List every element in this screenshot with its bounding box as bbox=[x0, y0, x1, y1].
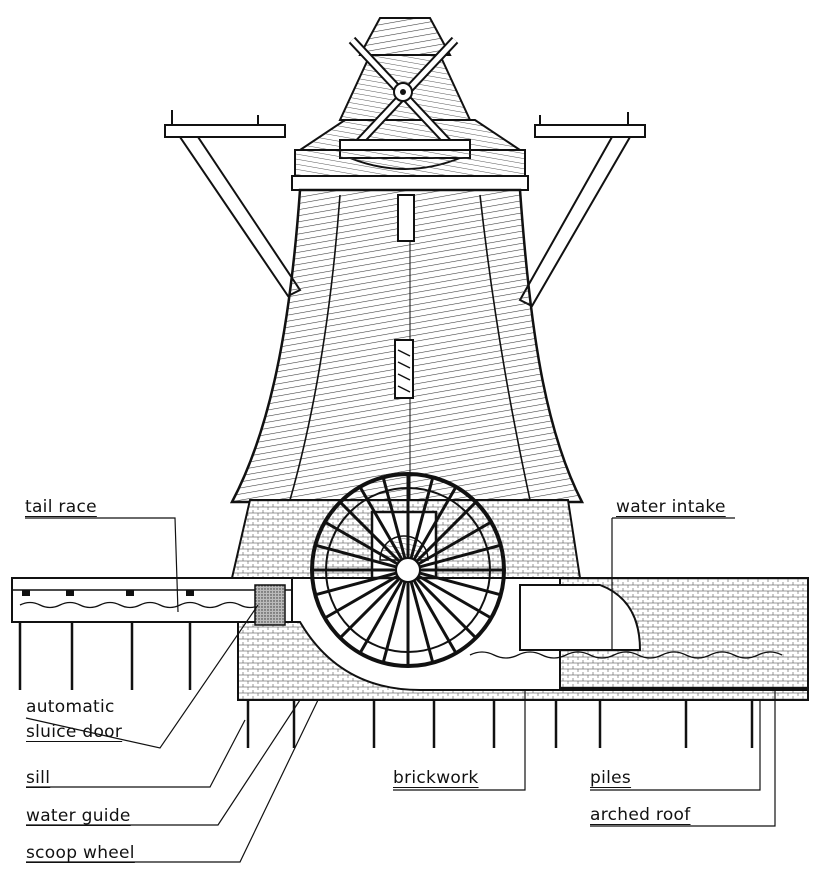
piles-text: piles bbox=[590, 768, 632, 788]
label-automatic: automatic bbox=[26, 697, 115, 717]
water-channel bbox=[11, 577, 809, 701]
wheel-spoke bbox=[381, 581, 407, 664]
wheel-spoke bbox=[314, 543, 397, 569]
wheel-spoke bbox=[419, 543, 502, 569]
wheel-spoke bbox=[415, 577, 477, 639]
mill-body bbox=[229, 188, 585, 504]
wheel-spoke bbox=[417, 574, 492, 620]
automatic-text: automatic bbox=[26, 697, 115, 717]
scoop-wheel-text: scoop wheel bbox=[26, 843, 135, 863]
sill-text: sill bbox=[26, 768, 51, 788]
wheel-spoke bbox=[324, 520, 399, 566]
label-sill: sill bbox=[26, 768, 50, 788]
wheel-spoke bbox=[417, 520, 492, 566]
water-guide-text: water guide bbox=[26, 806, 131, 826]
label-scoop-wheel: scoop wheel bbox=[26, 843, 135, 863]
wheel-spoke bbox=[314, 571, 397, 597]
label-arched-roof: arched roof bbox=[590, 805, 691, 825]
wheel-spoke bbox=[412, 486, 458, 561]
mill-rim bbox=[291, 149, 529, 191]
wheel-spoke bbox=[358, 486, 404, 561]
wheel-spoke bbox=[412, 579, 458, 654]
piles bbox=[18, 622, 754, 748]
leader-lines bbox=[25, 517, 776, 863]
label-water-intake: water intake bbox=[616, 497, 726, 517]
label-tail-race: tail race bbox=[25, 497, 97, 517]
scoop-wheel bbox=[310, 472, 506, 668]
wheel-spoke bbox=[339, 501, 401, 563]
wheel-spoke bbox=[419, 571, 502, 597]
brickwork-text: brickwork bbox=[393, 768, 479, 788]
label-sluice-door: sluice door bbox=[26, 722, 122, 742]
wheel-spoke bbox=[324, 574, 399, 620]
wheel-spoke bbox=[409, 581, 435, 664]
sluice-door-text: sluice door bbox=[26, 722, 123, 742]
label-piles: piles bbox=[590, 768, 631, 788]
wheel-spoke bbox=[409, 476, 435, 559]
label-brickwork: brickwork bbox=[393, 768, 479, 788]
wheel-spoke bbox=[381, 476, 407, 559]
water-intake-text: water intake bbox=[616, 497, 726, 517]
wheel-spoke bbox=[358, 579, 404, 654]
mill-cap bbox=[296, 17, 524, 170]
label-water-guide: water guide bbox=[26, 806, 131, 826]
tail-race-text: tail race bbox=[25, 497, 97, 517]
wheel-spoke bbox=[339, 577, 401, 639]
arched-roof-text: arched roof bbox=[590, 805, 691, 825]
wheel-spoke bbox=[415, 501, 477, 563]
